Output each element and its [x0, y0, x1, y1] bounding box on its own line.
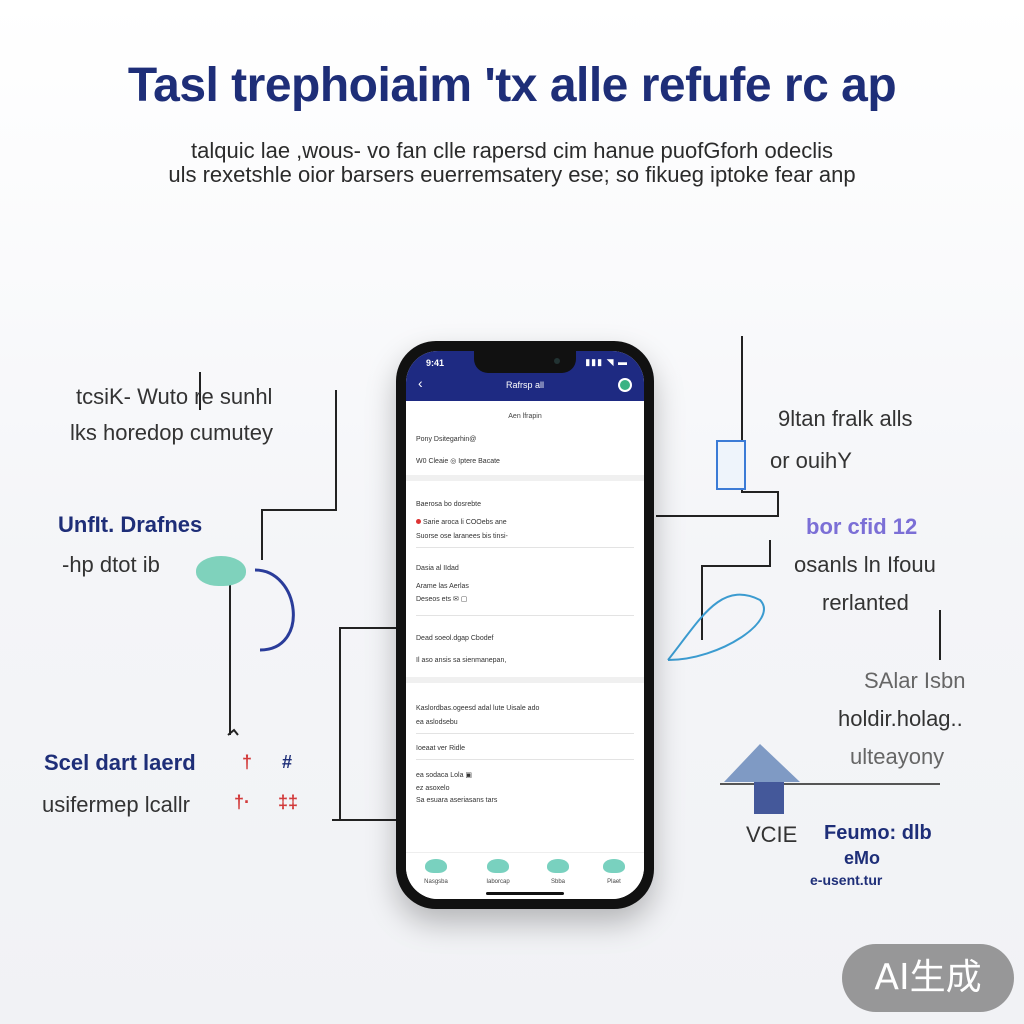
divider [416, 615, 634, 616]
callout-left-3-mark3: †· [234, 792, 251, 812]
mascot-icon [196, 556, 246, 586]
back-arrow-icon[interactable]: ‹ [418, 375, 423, 391]
divider [416, 547, 634, 548]
section-2-row-1-text: Sarie aroca li COOebs ane [423, 519, 507, 526]
callout-right-2-line3: rerlanted [822, 590, 909, 615]
subheadline-line-2: uls rexetshle oior barsers euerremsatery… [168, 162, 856, 187]
callout-left-3-line1: Scel dart laerd [44, 750, 196, 775]
tab-3-label: Sbba [550, 879, 565, 885]
alert-dot-icon [416, 519, 421, 524]
section-2-row-2[interactable]: Suorse ose laranees bis tinsi- [416, 533, 508, 540]
section-1-head: Aen lfrapin [508, 413, 542, 420]
callout-right-2-line2: osanls ln Ifouu [794, 552, 936, 577]
section-1-row-1[interactable]: Pony Dsitegarhin@ [416, 436, 477, 443]
section-2-row-1[interactable]: Sarie aroca li COOebs ane [416, 519, 632, 526]
callout-left-3-mark4: ‡‡ [278, 792, 299, 812]
callout-right-3-line1: SAlar Isbn [864, 668, 966, 693]
divider [406, 475, 644, 481]
ai-generated-watermark: AI生成 [842, 944, 1014, 1012]
tab-2[interactable]: Iaborcap [472, 859, 524, 885]
callout-right-4-line2: Feumo: dlb [824, 822, 932, 844]
tab-4-icon [603, 859, 625, 873]
callout-right-4-line3: eMo [844, 848, 880, 868]
phone-screen: 9:41 ▮▮▮ ◥ ▬ ‹ Rafrsp all Aen lfrapin Po… [406, 351, 644, 899]
tab-1-label: Nasgsba [424, 879, 448, 885]
app-bar: 9:41 ▮▮▮ ◥ ▬ ‹ Rafrsp all [406, 351, 644, 401]
status-time: 9:41 [426, 358, 445, 368]
house-icon [724, 744, 800, 814]
headline: Tasl trephoiaim 'tx alle refufe rc ap [127, 59, 897, 112]
phone-mockup: 9:41 ▮▮▮ ◥ ▬ ‹ Rafrsp all Aen lfrapin Po… [396, 341, 654, 909]
divider [406, 677, 644, 683]
section-6-row-2[interactable]: ez asoxelo [416, 785, 450, 792]
callout-left-2-line2: -hp dtot ib [62, 552, 160, 577]
callout-right-3-line3: ulteayony [850, 744, 945, 769]
app-title: Rafrsp all [505, 380, 544, 390]
section-1-row-2[interactable]: W0 Cleaie ◎ Iptere Bacate [416, 458, 500, 465]
section-3-head: Dasia al IIdad [416, 565, 459, 572]
device-icon [716, 440, 746, 490]
section-4-head: Dead soeol.dgap Cbodef [416, 635, 494, 642]
callout-left-2-line1: UnfIt. Drafnes [58, 512, 203, 537]
callout-right-4-line4: e-usent.tur [810, 872, 883, 888]
callout-right-1-line1: 9ltan fralk alls [778, 406, 913, 431]
tab-3[interactable]: Sbba [532, 859, 584, 885]
callout-right-3-line2: holdir.holag.. [838, 706, 963, 731]
section-6-row-1[interactable]: ea sodaca Lola ▣ [416, 772, 473, 779]
subheadline-line-1: talquic lae ,wous- vo fan clle rapersd c… [190, 138, 833, 163]
callout-left-3-mark1: † [242, 752, 253, 772]
callout-right-1-line2: or ouihY [770, 448, 852, 473]
section-3-row-1[interactable]: Arame las Aerlas [416, 583, 469, 590]
callout-left-3-mark2: # [282, 752, 293, 772]
callout-left-1-line2: lks horedop cumutey [70, 420, 273, 445]
section-3-row-2[interactable]: Deseos ets ✉ ▢ [416, 596, 468, 603]
section-2-head: Baerosa bo dosrebte [416, 501, 481, 508]
app-content: Aen lfrapin Pony Dsitegarhin@ W0 Cleaie … [406, 401, 644, 853]
section-4-row-1[interactable]: Il aso ansis sa sienmanepan, [416, 657, 507, 664]
tab-3-icon [547, 859, 569, 873]
status-icons: ▮▮▮ ◥ ▬ [585, 357, 628, 367]
section-5-row-2[interactable]: Ioeaat ver Ridle [416, 745, 466, 752]
tab-bar: Nasgsba Iaborcap Sbba Plaet [406, 852, 644, 899]
profile-badge-icon[interactable] [618, 378, 632, 392]
tab-2-icon [487, 859, 509, 873]
divider [416, 759, 634, 760]
section-5-row-1[interactable]: ea aslodsebu [416, 719, 458, 726]
divider [416, 733, 634, 734]
section-5-head: Kaslordbas.ogeesd adal lute Uisale ado [416, 705, 540, 712]
callout-left-1-line1: tcsiK- Wuto re sunhl [76, 384, 273, 409]
tab-4-label: Plaet [607, 879, 621, 885]
phone-notch [474, 351, 576, 373]
tab-1[interactable]: Nasgsba [410, 859, 462, 885]
callout-right-2-line1: bor cfid 12 [806, 514, 918, 539]
callout-left-3-line2: usifermep lcallr [42, 792, 190, 817]
tab-1-icon [425, 859, 447, 873]
callout-right-4-line1: VCIE [746, 822, 798, 847]
tab-2-label: Iaborcap [486, 879, 510, 885]
section-6-row-3[interactable]: Sa esuara aseriasans tars [416, 797, 498, 804]
tab-4[interactable]: Plaet [588, 859, 640, 885]
home-indicator [486, 892, 564, 895]
